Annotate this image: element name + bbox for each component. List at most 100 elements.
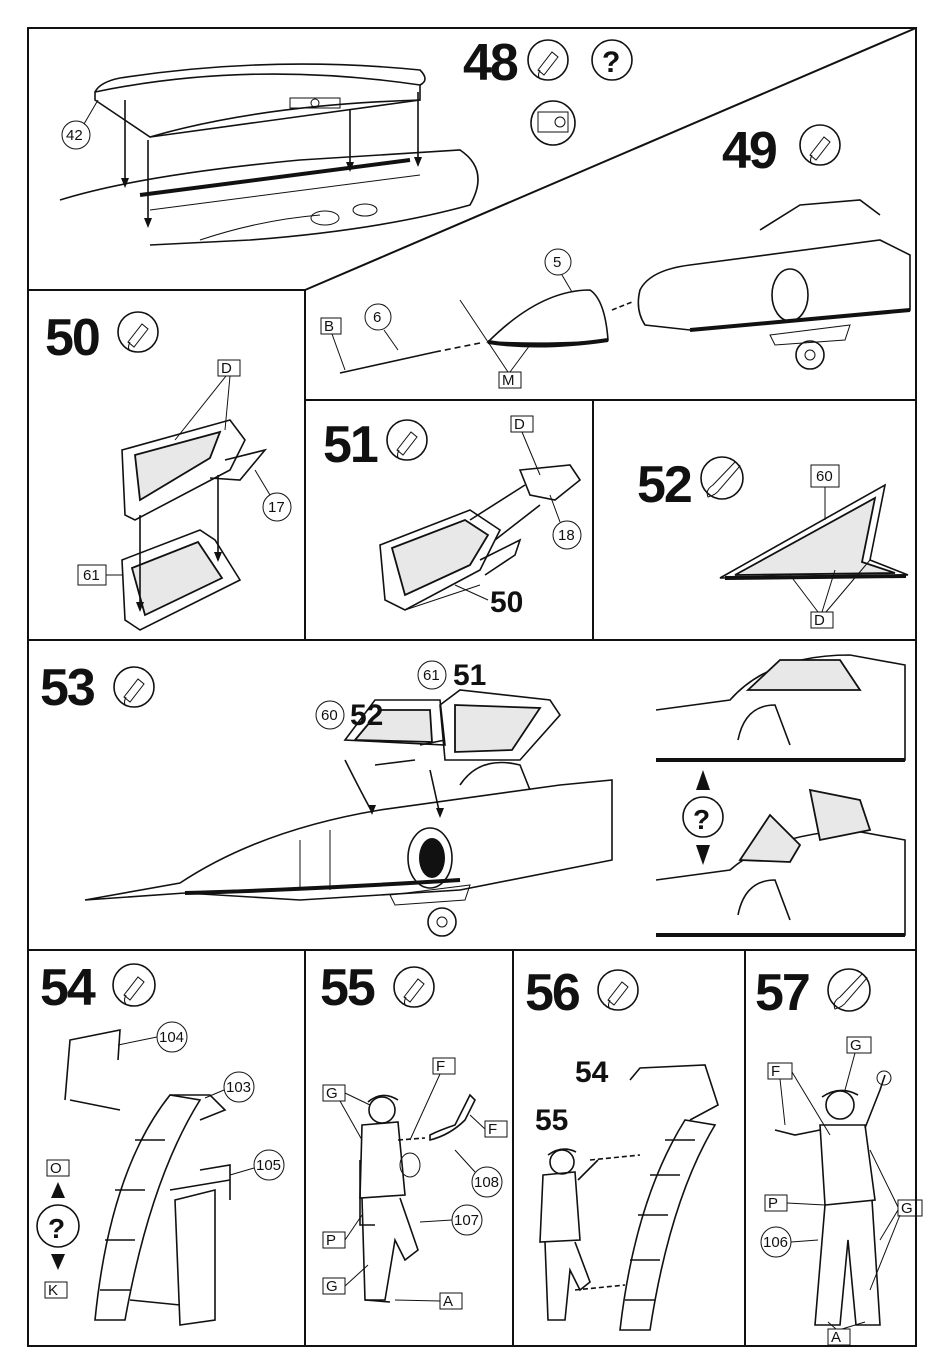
paint-color-box-g: G [323, 1085, 370, 1140]
glue-icon [118, 312, 158, 352]
svg-text:?: ? [693, 804, 710, 835]
svg-text:P: P [768, 1195, 778, 1212]
svg-text:?: ? [48, 1213, 65, 1244]
svg-text:18: 18 [558, 527, 575, 544]
paint-brush-icon [828, 969, 870, 1011]
svg-text:55: 55 [535, 1104, 568, 1137]
canopy-cover-drawing [60, 64, 478, 245]
canopy-closed-view [656, 655, 905, 760]
step-number: 53 [40, 659, 95, 717]
svg-text:D: D [814, 612, 825, 629]
glue-icon [528, 40, 568, 80]
part-label-50: 50 [455, 585, 523, 619]
option-question-icon: ? [37, 1182, 79, 1270]
svg-text:F: F [488, 1121, 497, 1138]
step-number: 49 [722, 122, 776, 180]
svg-text:D: D [514, 416, 525, 433]
part-callout-60: 60 [811, 465, 839, 520]
svg-text:O: O [50, 1160, 62, 1177]
svg-text:A: A [831, 1329, 841, 1346]
nose-cone-drawing [340, 200, 910, 373]
step-55: 55 108 107 F [320, 959, 507, 1310]
windscreen-frame-drawing [122, 420, 265, 630]
glue-icon [387, 420, 427, 460]
svg-text:52: 52 [350, 699, 383, 732]
svg-text:G: G [326, 1278, 338, 1295]
part-label-52: 52 [350, 699, 383, 732]
svg-text:61: 61 [423, 667, 440, 684]
step-57: 57 G F P [755, 964, 922, 1346]
part-callout-107: 107 [420, 1205, 482, 1235]
svg-text:42: 42 [66, 127, 83, 144]
glue-icon [598, 970, 638, 1010]
step-number: 57 [755, 964, 809, 1022]
part-callout-17: 17 [255, 470, 291, 521]
glue-icon [114, 667, 154, 707]
windscreen-assembly-drawing [380, 465, 580, 610]
svg-text:G: G [901, 1200, 913, 1217]
part-callout-108: 108 [455, 1150, 502, 1197]
paint-color-box-o: O [47, 1160, 69, 1177]
part-callout-60: 60 [316, 701, 344, 729]
part-callout-5: 5 [545, 249, 572, 292]
option-question-icon: ? [683, 770, 723, 865]
svg-text:104: 104 [159, 1029, 184, 1046]
svg-text:107: 107 [454, 1212, 479, 1229]
svg-text:103: 103 [226, 1079, 251, 1096]
step-54: 54 104 103 [37, 959, 284, 1325]
step-51: 51 D 18 50 [323, 416, 581, 619]
svg-text:K: K [48, 1282, 58, 1299]
ground-crew-figure-drawing [775, 1071, 891, 1325]
part-callout-18: 18 [550, 495, 581, 549]
step-50: 50 D 17 61 [45, 309, 291, 630]
glue-icon [800, 125, 840, 165]
part-callout-6: 6 [365, 304, 398, 350]
decal-icon [531, 101, 575, 145]
question-icon: ? [592, 40, 632, 80]
paint-color-box-p: P [765, 1195, 825, 1212]
forward-fuselage-drawing [85, 690, 612, 936]
step-number: 48 [463, 34, 518, 92]
step-number: 55 [320, 959, 375, 1017]
step-number: 54 [40, 959, 96, 1017]
step-52: 52 60 D [637, 456, 908, 629]
step-48: 48 ? [60, 34, 632, 245]
paint-color-box-b: B [321, 318, 345, 370]
svg-text:A: A [443, 1293, 453, 1310]
svg-text:F: F [436, 1058, 445, 1075]
paint-color-box-f: F [470, 1115, 507, 1138]
svg-text:G: G [326, 1085, 338, 1102]
part-label-54: 54 [575, 1056, 609, 1089]
svg-text:B: B [324, 318, 334, 335]
glue-icon [394, 967, 434, 1007]
svg-text:M: M [502, 372, 515, 389]
boarding-ladder-drawing [65, 1030, 230, 1325]
paint-color-box-a: A [395, 1293, 462, 1310]
step-56: 56 54 55 [525, 964, 718, 1330]
svg-text:?: ? [602, 46, 620, 79]
part-label-55: 55 [535, 1104, 568, 1137]
paint-color-box-g: G [870, 1150, 922, 1290]
part-callout-42: 42 [62, 100, 98, 149]
paint-color-box-d: D [175, 360, 240, 440]
paint-color-box-g: G [323, 1265, 368, 1295]
part-callout-61: 61 [78, 565, 122, 585]
part-callout-105: 105 [230, 1150, 284, 1180]
step-53: 53 61 51 [40, 655, 905, 936]
svg-text:60: 60 [816, 468, 833, 485]
side-window-drawing [720, 485, 908, 578]
svg-text:50: 50 [490, 586, 523, 619]
svg-text:5: 5 [553, 254, 561, 271]
svg-text:106: 106 [763, 1234, 788, 1251]
part-callout-61: 61 [418, 661, 446, 689]
paint-brush-icon [701, 457, 743, 499]
svg-text:F: F [771, 1063, 780, 1080]
paint-color-box-k: K [45, 1282, 67, 1299]
svg-text:60: 60 [321, 707, 338, 724]
svg-text:108: 108 [474, 1174, 499, 1191]
svg-text:G: G [850, 1037, 862, 1054]
part-callout-106: 106 [761, 1227, 818, 1257]
step-number: 52 [637, 456, 691, 514]
glue-icon [113, 964, 155, 1006]
